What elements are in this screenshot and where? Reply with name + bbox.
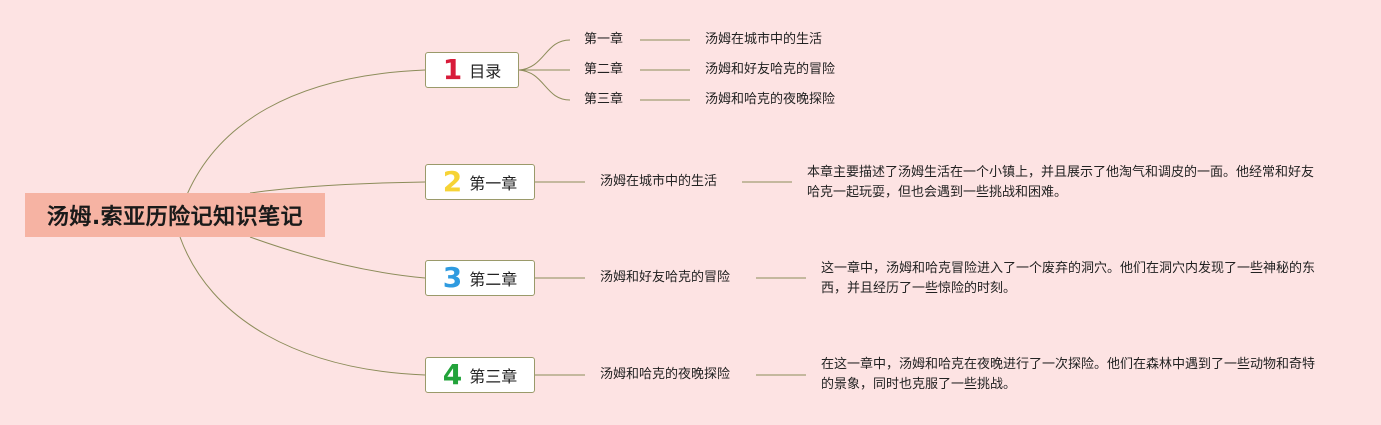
- chapter-2-topic[interactable]: 汤姆和好友哈克的冒险: [600, 270, 731, 285]
- chapter-2-description[interactable]: 这一章中，汤姆和哈克冒险进入了一个废弃的洞穴。他们在洞穴内发现了一些神秘的东西，…: [821, 261, 1316, 296]
- toc-chapter-1[interactable]: 第一章: [584, 32, 624, 47]
- connector-root-branch-2: [249, 181, 426, 194]
- branch-chapter-2[interactable]: 3 第二章: [425, 260, 535, 296]
- root-title: 汤姆.索亚历险记知识笔记: [46, 205, 304, 230]
- chapter-1-topic[interactable]: 汤姆在城市中的生活: [600, 174, 718, 189]
- branch-toc[interactable]: 1 目录: [425, 52, 519, 88]
- root-topic[interactable]: 汤姆.索亚历险记知识笔记: [25, 193, 325, 237]
- number-2-icon: 2: [442, 165, 463, 198]
- number-3-icon: 3: [442, 261, 463, 294]
- connector-toc-3: [518, 69, 571, 101]
- toc-title-2[interactable]: 汤姆和好友哈克的冒险: [705, 62, 836, 77]
- toc-title-3[interactable]: 汤姆和哈克的夜晚探险: [705, 92, 836, 107]
- branch-chapter-3[interactable]: 4 第三章: [425, 357, 535, 393]
- connector-root-branch-1: [179, 69, 426, 214]
- branch-chapter-1[interactable]: 2 第一章: [425, 164, 535, 200]
- chapter-1-description[interactable]: 本章主要描述了汤姆生活在一个小镇上，并且展示了他淘气和调皮的一面。他经常和好友哈…: [807, 165, 1315, 200]
- toc-chapter-2[interactable]: 第二章: [584, 62, 624, 77]
- connector-root-branch-3: [249, 236, 426, 279]
- number-4-icon: 4: [442, 358, 463, 391]
- toc-chapter-3[interactable]: 第三章: [584, 92, 624, 107]
- branch-label: 目录: [469, 62, 502, 81]
- branch-label: 第二章: [469, 270, 518, 289]
- connector-toc-1: [518, 39, 571, 71]
- chapter-3-topic[interactable]: 汤姆和哈克的夜晚探险: [600, 367, 731, 382]
- branch-label: 第一章: [469, 174, 518, 193]
- branch-label: 第三章: [469, 367, 518, 386]
- toc-title-1[interactable]: 汤姆在城市中的生活: [705, 32, 823, 47]
- number-1-icon: 1: [442, 53, 463, 86]
- connector-root-branch-4: [179, 236, 426, 376]
- chapter-3-description[interactable]: 在这一章中，汤姆和哈克在夜晚进行了一次探险。他们在森林中遇到了一些动物和奇特的景…: [821, 357, 1316, 392]
